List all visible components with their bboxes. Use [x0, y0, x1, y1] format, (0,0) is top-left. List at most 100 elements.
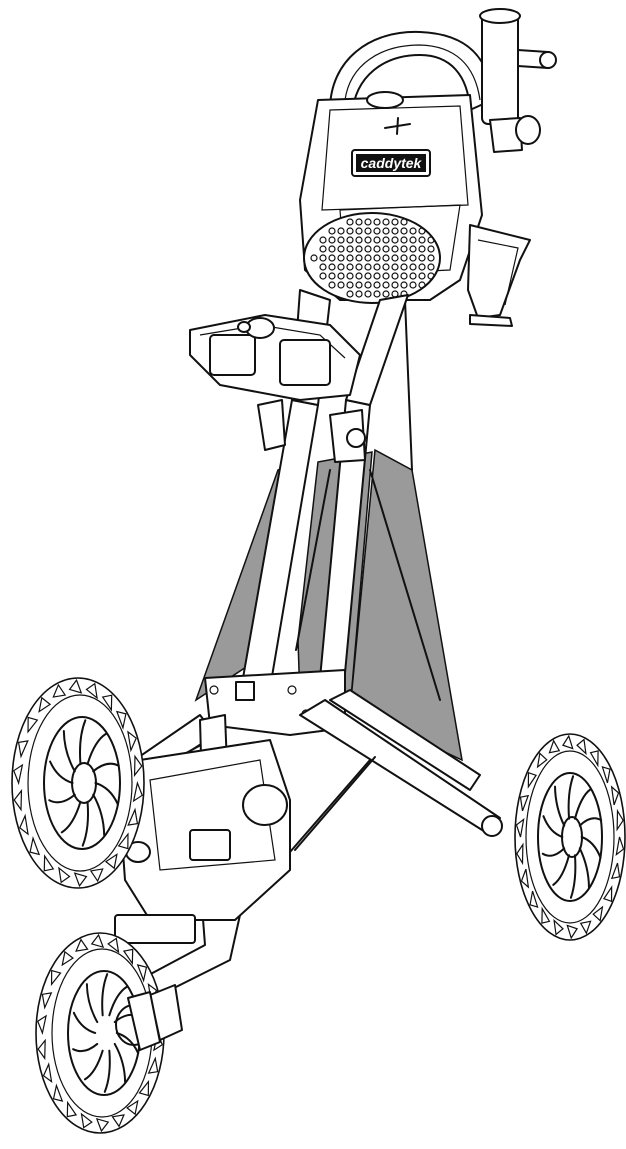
tread-block [576, 738, 587, 756]
mesh-dot [328, 281, 336, 289]
tread-block [37, 1038, 46, 1061]
tread-block [520, 868, 530, 889]
tread-block [616, 808, 624, 832]
tread-block [104, 853, 118, 870]
tread-block [562, 734, 574, 750]
wheel-spoke [108, 985, 129, 1017]
tread-block [115, 710, 127, 731]
mesh-dot [364, 254, 372, 262]
mesh-dot [337, 227, 345, 235]
mesh-dot [427, 272, 435, 280]
tread-block [52, 1083, 64, 1102]
tread-block [519, 794, 530, 812]
brand-logo-text: caddytek [361, 155, 423, 171]
tread-block [610, 785, 620, 806]
tread-block [601, 766, 611, 784]
wheel-spoke [72, 1042, 99, 1053]
mesh-dot [355, 263, 363, 271]
tread-block [527, 771, 538, 789]
tread-block [38, 696, 52, 713]
mesh-dot [346, 290, 354, 298]
mesh-dot [364, 263, 372, 271]
wheel-spoke [578, 817, 603, 827]
wheel-spoke [115, 1032, 140, 1055]
tread-block [117, 832, 129, 850]
mesh-dot [391, 263, 399, 271]
tread-block [126, 1099, 139, 1116]
mesh-dot [373, 218, 381, 226]
tread-block [61, 950, 74, 967]
mesh-dot [400, 272, 408, 280]
wheel-spoke [101, 973, 109, 1017]
tread-block [85, 682, 98, 700]
folding-joint [189, 314, 366, 463]
mesh-dot [409, 254, 417, 262]
mesh-dot [328, 245, 336, 253]
mesh-dot [400, 236, 408, 244]
wheel-spoke [48, 793, 76, 804]
wheel-spoke [567, 775, 575, 820]
mesh-dot [391, 245, 399, 253]
mesh-dot [373, 236, 381, 244]
wheel-spoke [81, 800, 90, 847]
tread-block [516, 842, 524, 866]
mesh-dot [373, 281, 381, 289]
mesh-dot [346, 218, 354, 226]
mesh-dot [364, 218, 372, 226]
mesh-dot [382, 254, 390, 262]
mesh-dot [346, 281, 354, 289]
tread-block [80, 1112, 93, 1129]
mesh-dot [337, 254, 345, 262]
mesh-dot [391, 236, 399, 244]
tread-block [127, 730, 137, 753]
mesh-dot [319, 245, 327, 253]
mesh-dot [364, 245, 372, 253]
tread-block [127, 807, 139, 826]
mesh-dot [418, 227, 426, 235]
mesh-dot [319, 236, 327, 244]
wheel-spoke [92, 793, 106, 837]
mesh-dot [355, 254, 363, 262]
mesh-dot [364, 236, 372, 244]
mesh-dots [310, 218, 435, 298]
cup-holder [467, 224, 531, 327]
front-fork [127, 984, 183, 1051]
mesh-dot [391, 227, 399, 235]
mesh-dot [391, 254, 399, 262]
tread-block [89, 868, 104, 883]
mesh-dot [418, 281, 426, 289]
mesh-dot [418, 254, 426, 262]
mesh-dot [382, 218, 390, 226]
mesh-dot [418, 272, 426, 280]
wheel-spoke [580, 836, 602, 859]
mesh-dot [319, 272, 327, 280]
mesh-dot [382, 245, 390, 253]
tread-block [132, 780, 143, 803]
wheel-spoke [113, 1042, 127, 1083]
mesh-dot [382, 227, 390, 235]
mesh-dot [364, 281, 372, 289]
mesh-dot [373, 290, 381, 298]
wheel-spoke [49, 760, 74, 784]
mesh-dot [418, 245, 426, 253]
tread-block [515, 817, 525, 838]
wheel-spoke [62, 729, 76, 773]
tread-block [615, 836, 625, 857]
mesh-dot [400, 218, 408, 226]
mesh-dot [409, 236, 417, 244]
mesh-dot [355, 218, 363, 226]
tread-block [101, 694, 113, 712]
mesh-dot [427, 254, 435, 262]
mesh-dot [328, 263, 336, 271]
mesh-dot [427, 263, 435, 271]
tread-block [43, 854, 55, 872]
wheel-spoke [85, 983, 99, 1024]
mesh-dot [418, 263, 426, 271]
tread-block [136, 964, 148, 983]
wheel-spoke [569, 854, 577, 899]
tread-block [13, 788, 23, 812]
mesh-dot [310, 254, 318, 262]
tread-block [27, 716, 39, 734]
tread-block [138, 1079, 150, 1097]
